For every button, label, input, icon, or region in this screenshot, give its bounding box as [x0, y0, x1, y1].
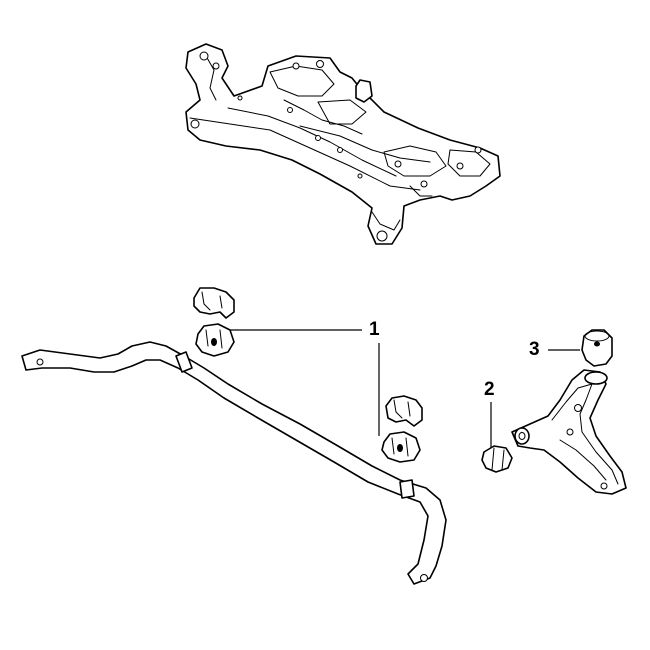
front-subframe: [185, 43, 501, 245]
callout-3: 3: [529, 339, 540, 360]
stabilizer-bushing-upper-right: [385, 395, 423, 427]
stabilizer-bushing-lower-left: [195, 323, 235, 357]
control-arm-front-bushing: [481, 445, 513, 473]
leader-lines: [230, 329, 580, 448]
stabilizer-bar: [21, 341, 447, 585]
stabilizer-bushing-upper-left: [193, 287, 235, 319]
lower-control-arm: [511, 369, 627, 495]
callout-1: 1: [369, 319, 380, 340]
control-arm-rear-bushing: [581, 329, 613, 367]
callout-2: 2: [484, 379, 495, 400]
stabilizer-bushing-lower-right: [381, 431, 421, 463]
